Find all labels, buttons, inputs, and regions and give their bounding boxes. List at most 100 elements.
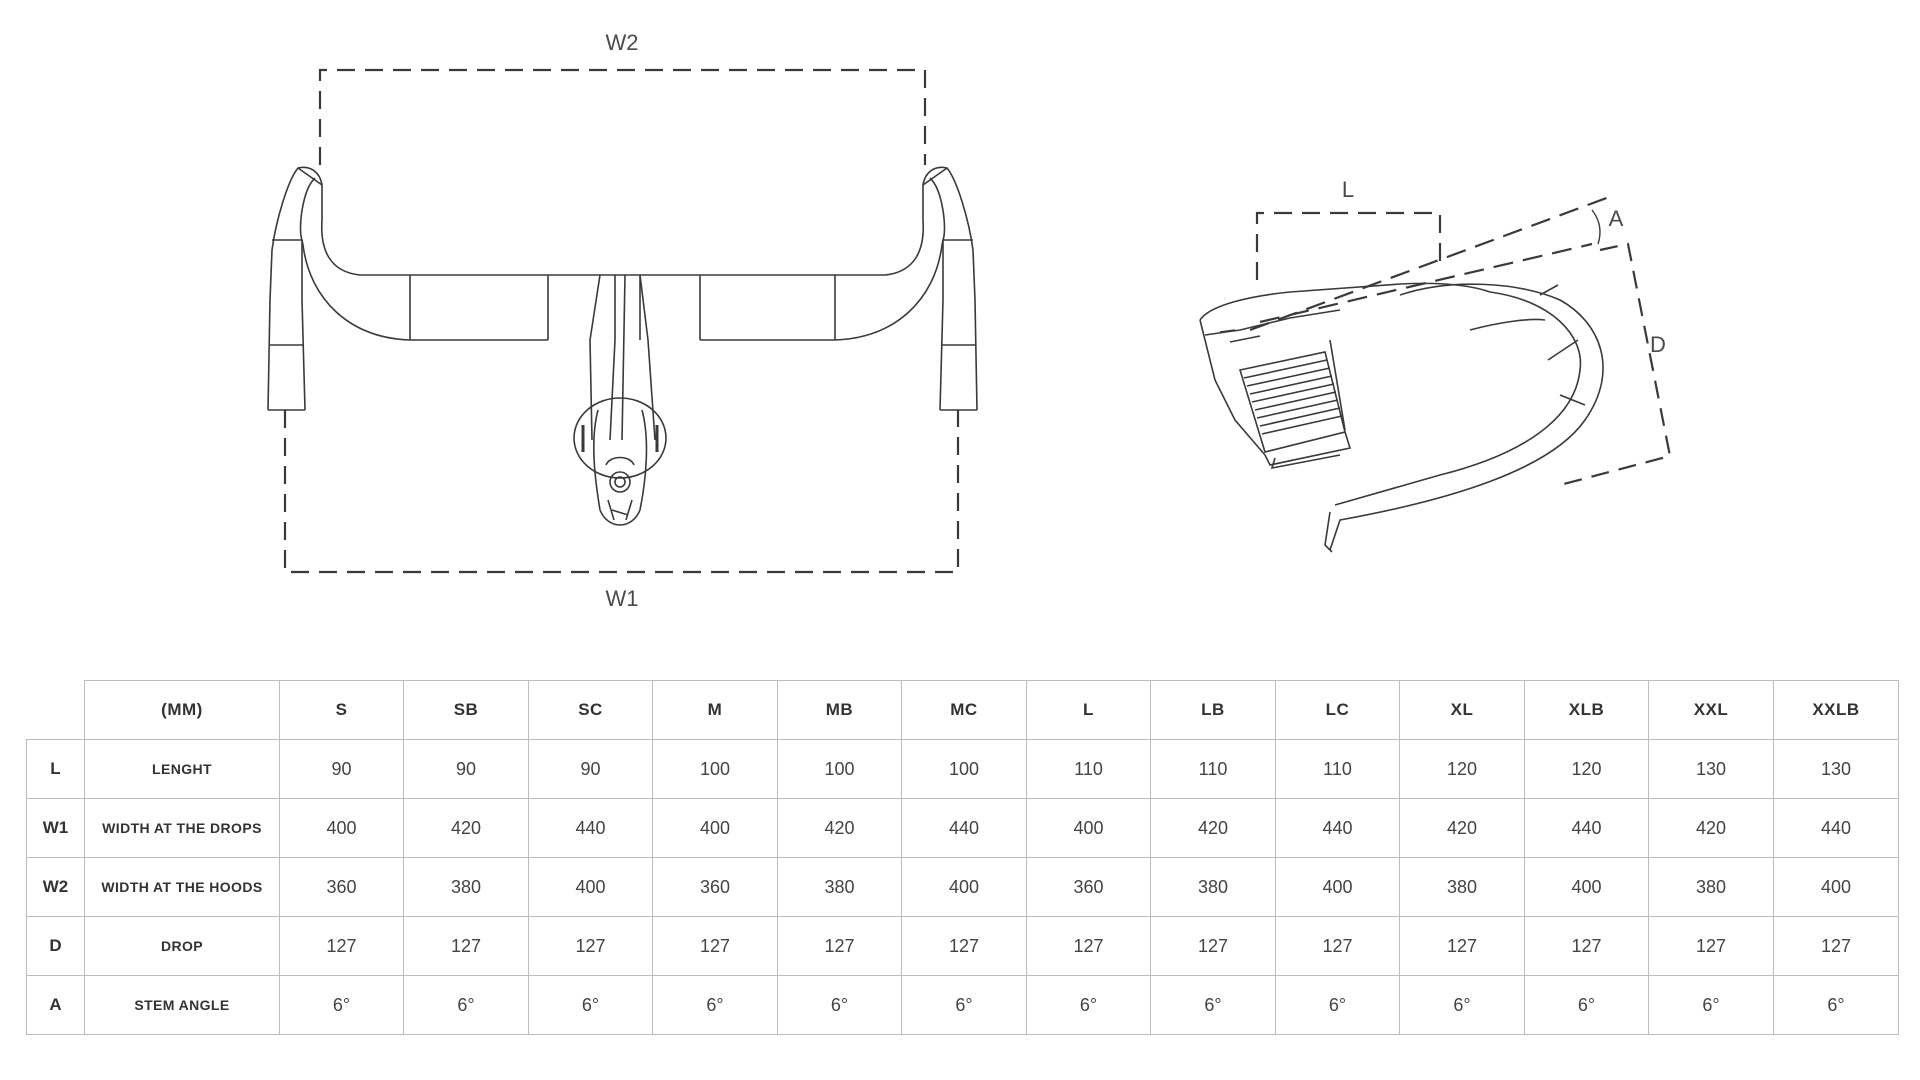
side-view bbox=[1199, 194, 1672, 553]
l-dimension-box bbox=[1255, 211, 1442, 280]
table-cell: 6° bbox=[528, 975, 653, 1035]
diagram-svg: W2 W1 L A D bbox=[267, 30, 1672, 611]
table-cell: 6° bbox=[279, 975, 404, 1035]
table-cell: 130 bbox=[1648, 739, 1774, 799]
table-cell: 6° bbox=[1026, 975, 1151, 1035]
size-header: MB bbox=[777, 680, 902, 740]
table-cell: 127 bbox=[1648, 916, 1774, 976]
table-cell: 400 bbox=[652, 798, 778, 858]
table-cell: 400 bbox=[528, 857, 653, 917]
row-code: D bbox=[26, 916, 85, 976]
size-header: SC bbox=[528, 680, 653, 740]
table-cell: 100 bbox=[652, 739, 778, 799]
table-cell: 380 bbox=[1150, 857, 1276, 917]
table-cell: 127 bbox=[777, 916, 902, 976]
front-view bbox=[267, 68, 978, 574]
table-cell: 380 bbox=[1399, 857, 1525, 917]
table-cell: 120 bbox=[1524, 739, 1649, 799]
size-header: M bbox=[652, 680, 778, 740]
table-cell: 90 bbox=[403, 739, 529, 799]
size-header: LC bbox=[1275, 680, 1400, 740]
table-cell: 6° bbox=[403, 975, 529, 1035]
row-label: WIDTH AT THE DROPS bbox=[84, 798, 280, 858]
size-header: S bbox=[279, 680, 404, 740]
table-cell: 100 bbox=[777, 739, 902, 799]
table-corner bbox=[26, 680, 85, 740]
table-cell: 6° bbox=[1150, 975, 1276, 1035]
row-code: W1 bbox=[26, 798, 85, 858]
row-code: A bbox=[26, 975, 85, 1035]
table-cell: 400 bbox=[1026, 798, 1151, 858]
table-cell: 400 bbox=[1275, 857, 1400, 917]
table-cell: 440 bbox=[528, 798, 653, 858]
table-cell: 6° bbox=[1648, 975, 1774, 1035]
table-cell: 380 bbox=[403, 857, 529, 917]
row-label: LENGHT bbox=[84, 739, 280, 799]
table-cell: 6° bbox=[777, 975, 902, 1035]
table-cell: 420 bbox=[1150, 798, 1276, 858]
table-cell: 440 bbox=[1275, 798, 1400, 858]
table-cell: 420 bbox=[1648, 798, 1774, 858]
table-cell: 420 bbox=[1399, 798, 1525, 858]
table-cell: 420 bbox=[403, 798, 529, 858]
row-label: STEM ANGLE bbox=[84, 975, 280, 1035]
angle-lines bbox=[1249, 194, 1613, 332]
row-label: WIDTH AT THE HOODS bbox=[84, 857, 280, 917]
size-header: SB bbox=[403, 680, 529, 740]
table-cell: 90 bbox=[279, 739, 404, 799]
table-cell: 6° bbox=[1399, 975, 1525, 1035]
table-cell: 6° bbox=[1275, 975, 1400, 1035]
table-cell: 6° bbox=[901, 975, 1027, 1035]
row-code: L bbox=[26, 739, 85, 799]
d-dimension-box bbox=[1559, 242, 1672, 487]
table-cell: 127 bbox=[1399, 916, 1525, 976]
table-cell: 90 bbox=[528, 739, 653, 799]
size-header: XL bbox=[1399, 680, 1525, 740]
table-cell: 360 bbox=[1026, 857, 1151, 917]
table-cell: 127 bbox=[901, 916, 1027, 976]
size-header: XXLB bbox=[1773, 680, 1899, 740]
table-cell: 380 bbox=[777, 857, 902, 917]
table-cell: 100 bbox=[901, 739, 1027, 799]
l-label: L bbox=[1342, 177, 1354, 202]
table-cell: 400 bbox=[1524, 857, 1649, 917]
row-label: DROP bbox=[84, 916, 280, 976]
table-cell: 440 bbox=[1524, 798, 1649, 858]
w2-label: W2 bbox=[606, 30, 639, 55]
table-cell: 127 bbox=[1524, 916, 1649, 976]
handlebar-drawing: W2 W1 L A D bbox=[267, 30, 1672, 611]
unit-header: (MM) bbox=[84, 680, 280, 740]
table-cell: 127 bbox=[279, 916, 404, 976]
table-cell: 127 bbox=[1150, 916, 1276, 976]
table-cell: 400 bbox=[901, 857, 1027, 917]
size-header: XLB bbox=[1524, 680, 1649, 740]
table-cell: 440 bbox=[1773, 798, 1899, 858]
table-cell: 360 bbox=[652, 857, 778, 917]
size-header: L bbox=[1026, 680, 1151, 740]
table-cell: 127 bbox=[1026, 916, 1151, 976]
size-header: MC bbox=[901, 680, 1027, 740]
table-cell: 6° bbox=[1524, 975, 1649, 1035]
table-cell: 440 bbox=[901, 798, 1027, 858]
table-cell: 400 bbox=[1773, 857, 1899, 917]
row-code: W2 bbox=[26, 857, 85, 917]
table-cell: 127 bbox=[403, 916, 529, 976]
table-cell: 6° bbox=[652, 975, 778, 1035]
table-cell: 110 bbox=[1026, 739, 1151, 799]
table-cell: 400 bbox=[279, 798, 404, 858]
table-cell: 127 bbox=[652, 916, 778, 976]
size-header: XXL bbox=[1648, 680, 1774, 740]
table-cell: 420 bbox=[777, 798, 902, 858]
table-cell: 360 bbox=[279, 857, 404, 917]
size-header: LB bbox=[1150, 680, 1276, 740]
table-cell: 380 bbox=[1648, 857, 1774, 917]
table-cell: 6° bbox=[1773, 975, 1899, 1035]
